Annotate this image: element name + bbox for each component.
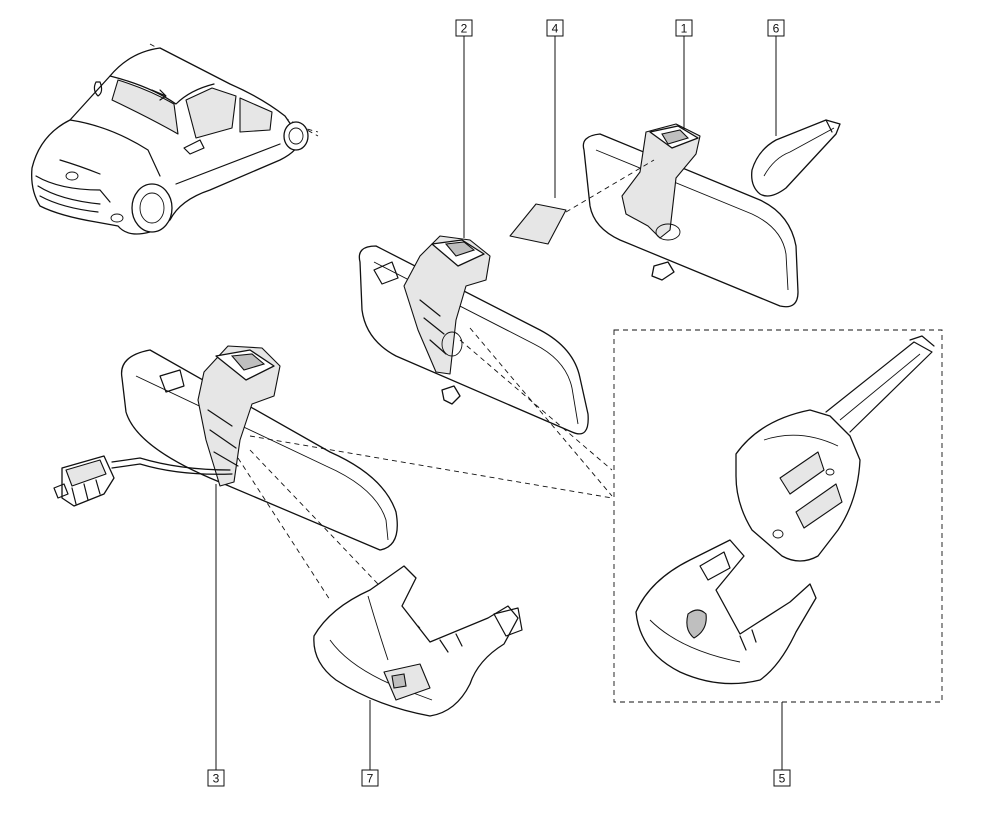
callout-2-text: 2 (461, 22, 468, 36)
callout-5-text: 5 (779, 772, 786, 786)
mirror-part-1 (582, 123, 799, 308)
callout-5: 5 (773, 769, 791, 787)
leader-lines (215, 36, 783, 770)
callout-1-text: 1 (681, 22, 688, 36)
housing-part-7 (313, 565, 523, 717)
part-5-group (613, 329, 943, 703)
cover-part-6 (751, 119, 841, 197)
callout-4-text: 4 (552, 22, 559, 36)
callout-4: 4 (546, 19, 564, 37)
mirror-part-2 (358, 235, 613, 497)
callout-2: 2 (455, 19, 473, 37)
mirror-part-3 (53, 345, 613, 629)
callout-7: 7 (361, 769, 379, 787)
callout-3-text: 3 (213, 772, 220, 786)
callout-7-text: 7 (367, 772, 374, 786)
callout-6-text: 6 (773, 22, 780, 36)
car-illustration (31, 43, 319, 235)
callout-1: 1 (675, 19, 693, 37)
adhesive-pad-part-4 (509, 159, 655, 245)
callout-3: 3 (207, 769, 225, 787)
callout-6: 6 (767, 19, 785, 37)
